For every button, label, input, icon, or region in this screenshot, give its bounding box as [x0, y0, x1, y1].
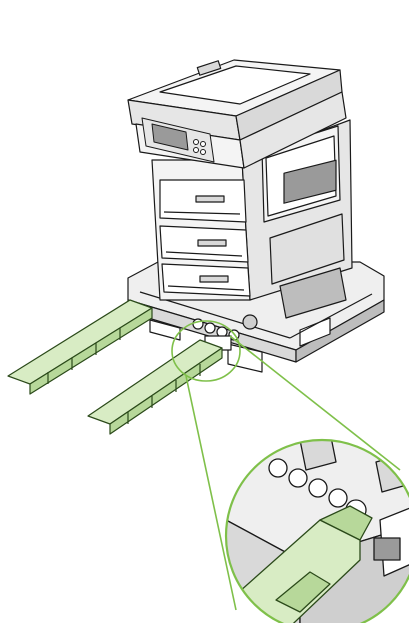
- scanner-top: [127, 59, 347, 169]
- control-panel: [141, 117, 215, 163]
- unloading-ramp-left: [7, 299, 153, 395]
- zoom-detail-circle: [224, 438, 409, 623]
- callout-source-circle: [171, 320, 241, 382]
- zoom-detail: [226, 440, 409, 623]
- unloading-ramp-right: [87, 339, 223, 435]
- callout-lines: [171, 320, 401, 611]
- printer-body: [151, 119, 353, 319]
